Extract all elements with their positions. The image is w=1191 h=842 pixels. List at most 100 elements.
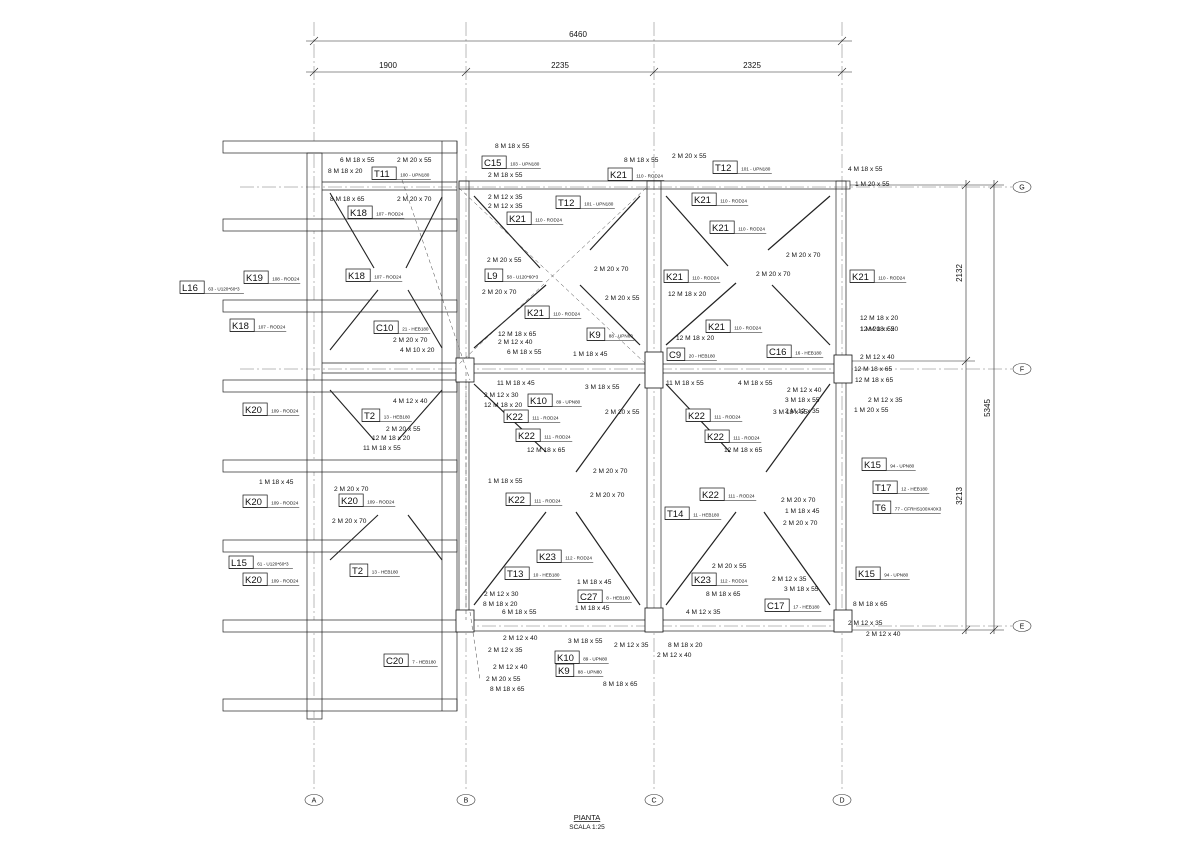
member-profile: 111 - ROD24: [532, 416, 559, 421]
member-tag: K21: [527, 308, 544, 319]
member-tag: K21: [708, 322, 725, 333]
member-profile: 58 - U120*60*3: [507, 275, 539, 280]
bolt-spec: 2 M 12 x 40: [860, 354, 895, 361]
member-profile: 111 - ROD24: [544, 435, 571, 440]
dim-bay-cd: 2325: [743, 61, 761, 70]
bolt-spec: 2 M 20 x 55: [672, 153, 707, 160]
bolt-spec: 2 M 20 x 55: [486, 676, 521, 683]
member-profile: 110 - ROD24: [535, 218, 562, 223]
member-tag: K23: [539, 552, 556, 563]
member-tag: K18: [350, 208, 367, 219]
member-profile: 109 - ROD24: [271, 579, 299, 584]
member-profile: 89 - UPN80: [556, 400, 580, 405]
member-profile: 10 - HEB180: [533, 573, 560, 578]
bolt-spec: 11 M 18 x 45: [497, 380, 535, 387]
drawing-title: PIANTA: [574, 813, 601, 822]
cantilever-beam: [222, 619, 458, 633]
grid-label-f: F: [1020, 367, 1024, 374]
bolt-spec: 12 M 18 x 20: [668, 291, 706, 298]
member-tag: K21: [610, 170, 627, 181]
dim-bay-ab: 1900: [379, 61, 397, 70]
column-plates: [455, 351, 853, 633]
tie-rod: [665, 195, 729, 267]
bolt-spec: 2 M 12 x 40: [657, 652, 692, 659]
member-tag: K18: [348, 271, 365, 282]
drawing-scale: SCALA 1:25: [569, 824, 605, 831]
bolt-spec: 2 M 18 x 55: [488, 172, 523, 179]
bolt-spec: 1 M 18 x 45: [577, 579, 612, 586]
member-profile: 110 - ROD24: [692, 276, 719, 281]
member-profile: 13 - HEB180: [372, 570, 399, 575]
base-plate: [644, 351, 664, 389]
tie-rod: [665, 282, 737, 346]
member-profile: 111 - ROD24: [733, 436, 760, 441]
bolt-spec: 2 M 20 x 55: [712, 563, 747, 570]
member-profile: 108 - ROD24: [272, 277, 300, 282]
tie-rod: [473, 511, 547, 606]
bolt-spec: 6 M 18 x 55: [507, 349, 542, 356]
member-tag: C10: [376, 323, 393, 334]
dimension-lines: [306, 36, 1004, 635]
bolt-spec: 1 M 18 x 45: [573, 351, 608, 358]
bolt-spec: 12 M 18 x 20: [676, 335, 714, 342]
member-profile: 94 - UPN80: [890, 464, 914, 469]
member-profile: 21 - HEB180: [402, 327, 429, 332]
tie-rod: [575, 511, 641, 606]
bolt-spec: 2 M 12 x 30: [484, 392, 519, 399]
member-profile: 111 - ROD24: [728, 494, 755, 499]
member-profile: 101 - UPN180: [741, 167, 771, 172]
member-tag: K21: [712, 223, 729, 234]
base-plate: [455, 357, 475, 383]
bolt-spec: 2 M 20 x 55: [397, 157, 432, 164]
member-profile: 107 - ROD24: [258, 325, 286, 330]
bolt-spec: 2 M 20 x 70: [334, 486, 369, 493]
tie-rod: [579, 284, 641, 346]
member-tag: L9: [487, 271, 498, 282]
bolt-spec: 2 M 12 x 40: [493, 664, 528, 671]
member-label: C10 21 - HEB180: [373, 320, 431, 334]
member-profile: 109 - ROD24: [367, 500, 395, 505]
member-tag: T2: [352, 566, 363, 577]
grid-bubble-g: [1012, 181, 1032, 193]
member-tag: C9: [669, 350, 681, 361]
member-tag: K21: [694, 195, 711, 206]
member-profile: 112 - ROD24: [565, 556, 592, 561]
bolt-spec: 12 M 18 x 65: [724, 447, 762, 454]
member-profile: 77 - CFRHS100X40X3: [895, 507, 942, 512]
bolt-spec: 12 M 18 x 20: [860, 315, 898, 322]
bolt-spec: 2 M 12 x 35: [848, 620, 883, 627]
bolt-spec: 3 M 18 x 55: [785, 397, 820, 404]
cantilever-beam: [222, 299, 458, 313]
member-profile: 109 - ROD24: [271, 501, 299, 506]
bolt-spec: 4 M 18 x 55: [848, 166, 883, 173]
bolt-spec: 1 M 20 x 55: [854, 407, 889, 414]
bolt-spec: 8 M 18 x 55: [495, 143, 530, 150]
bolt-spec: 1 M 18 x 45: [259, 479, 294, 486]
member-profile: 7 - HEB180: [412, 660, 436, 665]
member-profile: 61 - U120*60*3: [257, 562, 289, 567]
bolt-spec: 2 M 20 x 70: [786, 252, 821, 259]
member-tag: C17: [767, 601, 784, 612]
bolt-spec: 12 M 18 x 65: [854, 366, 892, 373]
base-plate: [833, 354, 853, 384]
member-tag: C20: [386, 656, 403, 667]
member-tag: K9: [558, 666, 570, 677]
member-tag: T6: [875, 503, 886, 514]
